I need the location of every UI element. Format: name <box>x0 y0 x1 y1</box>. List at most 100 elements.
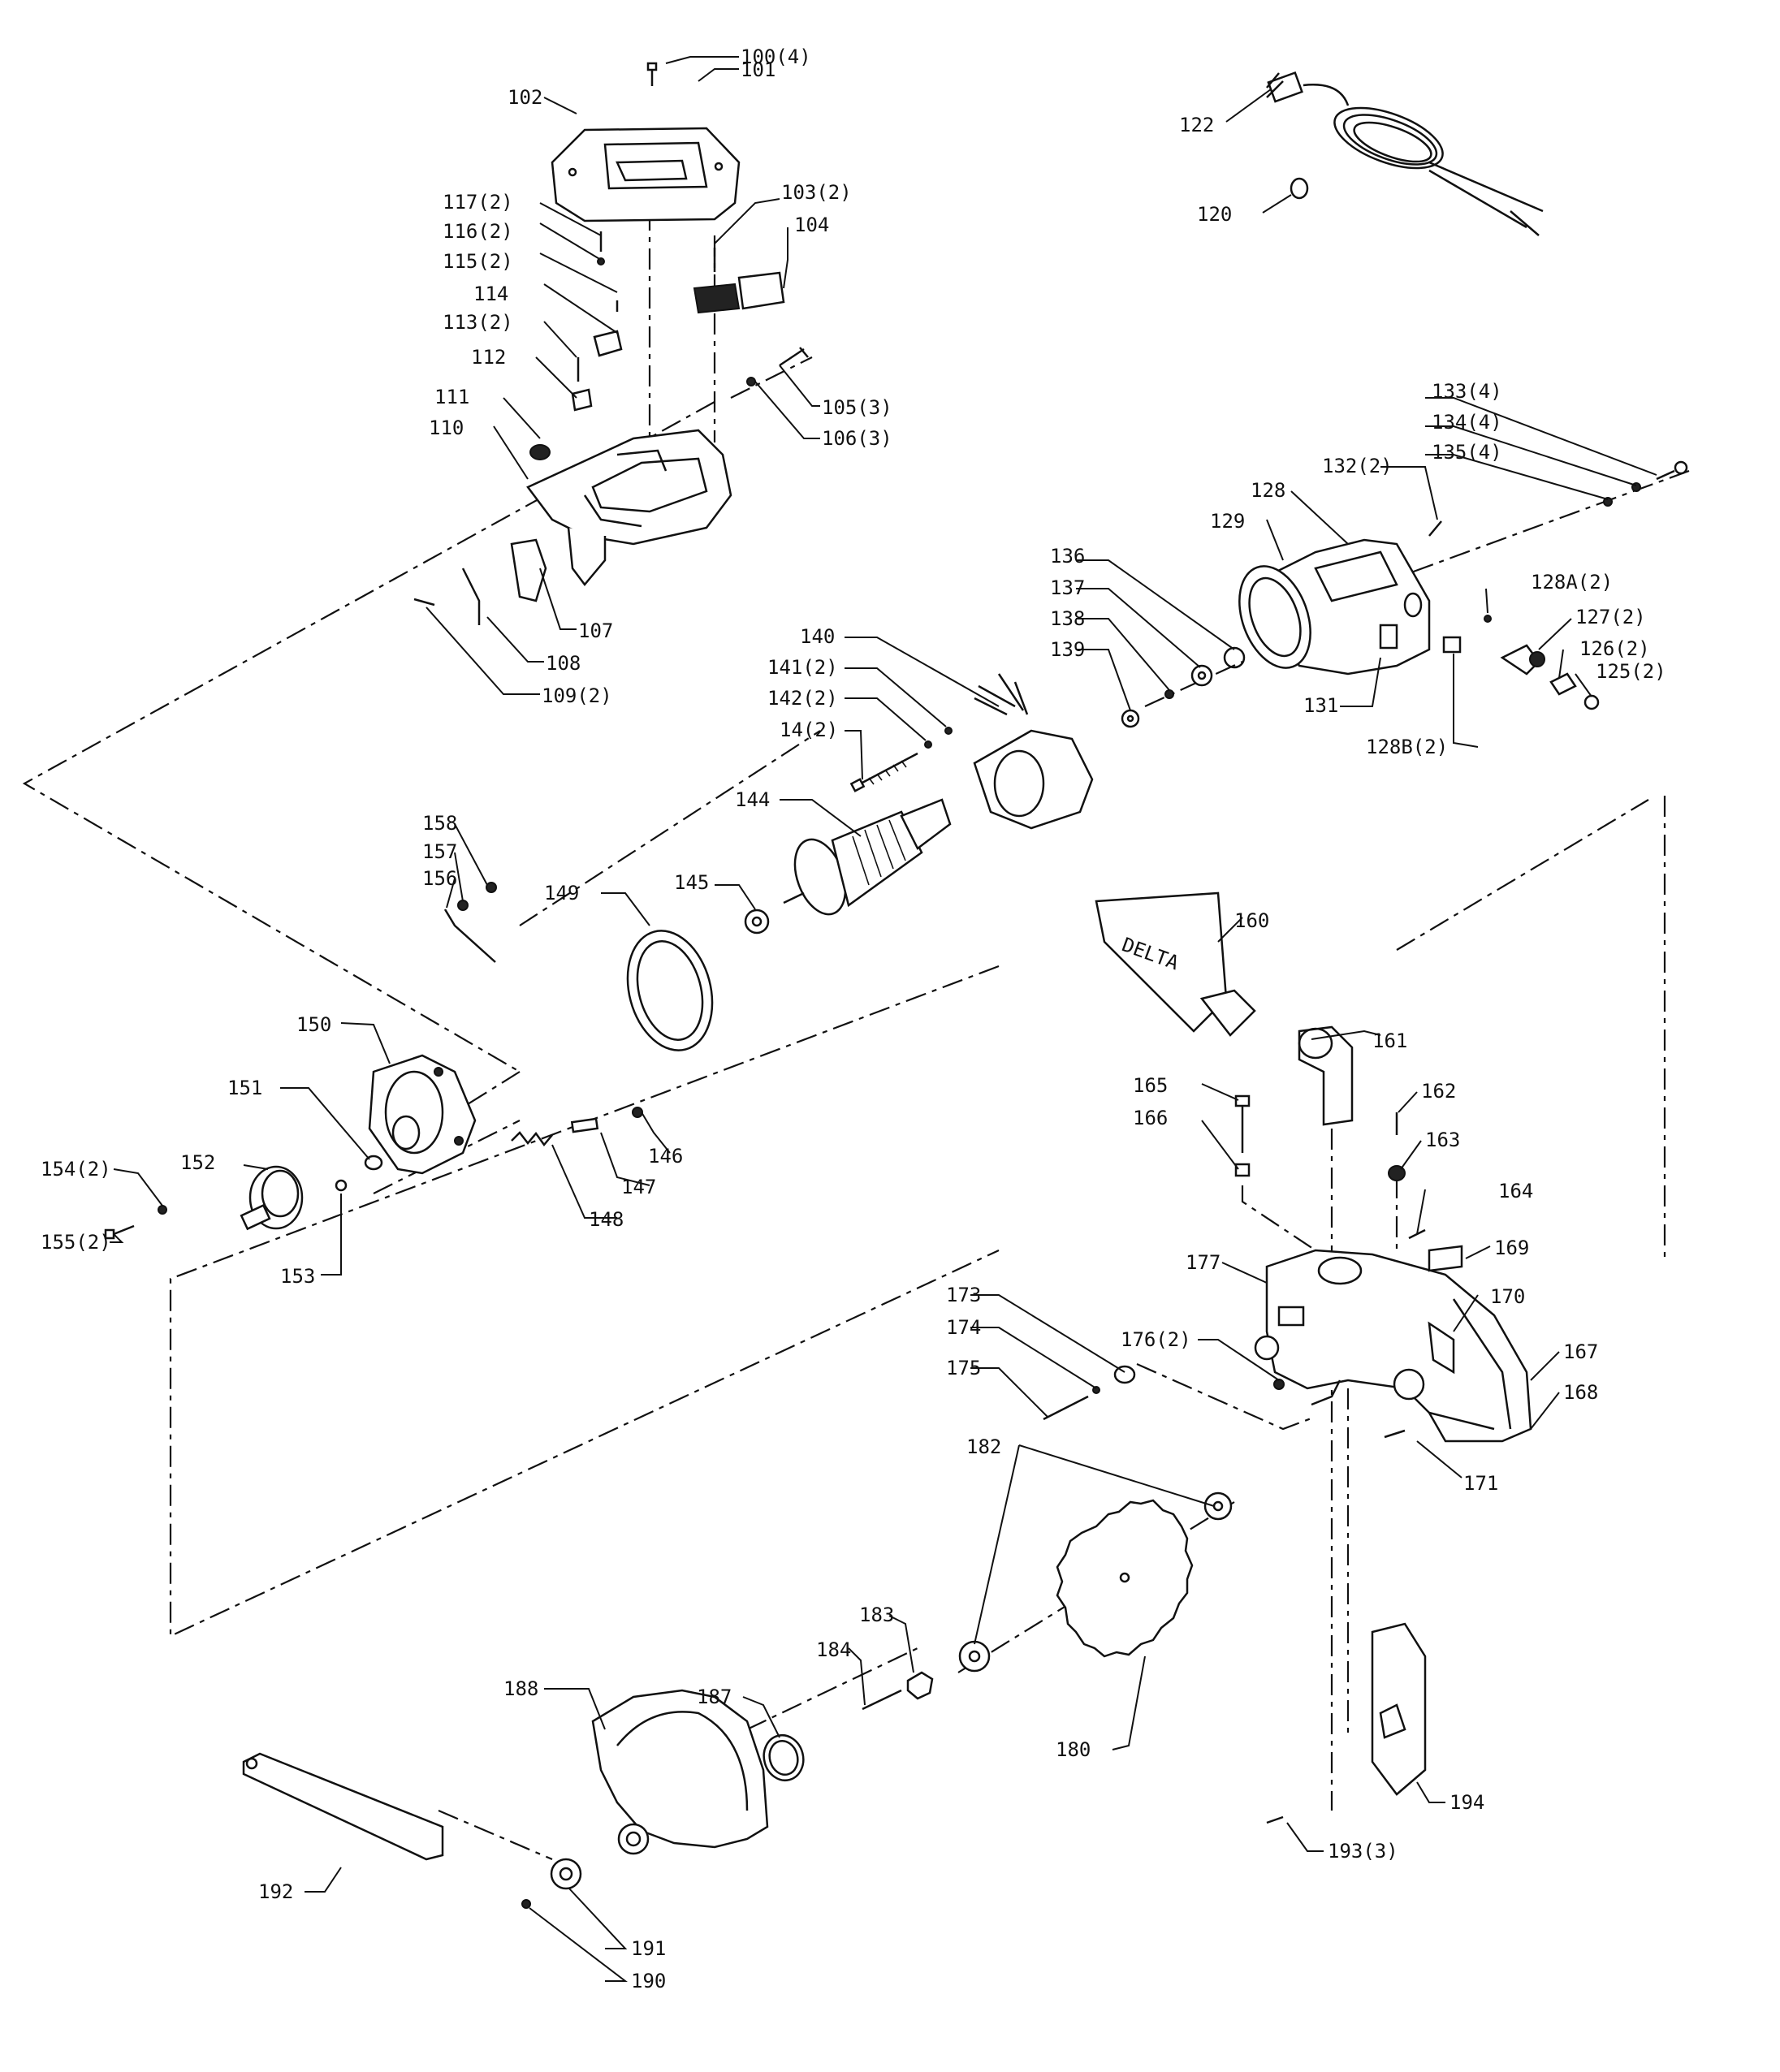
part-149-baffle <box>626 930 714 1051</box>
label-126: 126(2) <box>1579 637 1650 660</box>
label-177: 177 <box>1186 1251 1221 1274</box>
label-140: 140 <box>800 625 835 648</box>
part-109-screw <box>413 598 435 606</box>
part-141-washer <box>944 727 953 735</box>
label-109: 109(2) <box>542 684 612 707</box>
part-183-arbor-nut <box>906 1671 934 1700</box>
dash-guard-right <box>1396 796 1666 1258</box>
label-100: 100(4) <box>741 45 811 68</box>
label-110: 110 <box>429 417 464 439</box>
label-116: 116(2) <box>443 220 513 243</box>
part-163-nut <box>1388 1165 1406 1181</box>
label-192: 192 <box>258 1880 293 1903</box>
part-104-switch <box>693 271 785 314</box>
part-150-gear-case <box>368 1054 477 1175</box>
label-106: 106(3) <box>822 427 892 450</box>
label-146: 146 <box>648 1145 683 1168</box>
label-112: 112 <box>471 346 506 369</box>
part-182-inner-flange <box>958 1640 991 1673</box>
part-157-washer <box>457 900 469 911</box>
label-150: 150 <box>296 1013 331 1036</box>
label-166: 166 <box>1133 1107 1168 1129</box>
label-157: 157 <box>422 840 457 863</box>
label-158: 158 <box>422 812 457 835</box>
label-101: 101 <box>741 58 776 81</box>
label-168: 168 <box>1563 1381 1598 1404</box>
part-145-bearing <box>744 909 770 935</box>
label-183: 183 <box>859 1604 894 1626</box>
part-176-screw <box>1273 1379 1285 1390</box>
label-163: 163 <box>1425 1129 1460 1151</box>
label-107: 107 <box>578 619 613 642</box>
label-155: 155(2) <box>41 1231 111 1254</box>
part-153-ring <box>335 1179 348 1192</box>
label-127: 127(2) <box>1575 606 1646 628</box>
label-103: 103(2) <box>781 181 852 204</box>
part-127-brush-holder <box>1500 644 1545 676</box>
part-138-washer <box>1164 689 1174 699</box>
label-120: 120 <box>1197 203 1232 226</box>
dash-housing-axis <box>1266 469 1690 627</box>
label-165: 165 <box>1133 1074 1168 1097</box>
part-133-135-hardware <box>1603 460 1688 507</box>
part-156-wire <box>443 909 496 963</box>
part-112-117-small-parts <box>571 231 623 412</box>
part-173-spacer <box>1113 1365 1136 1384</box>
label-164: 164 <box>1498 1180 1533 1202</box>
part-110-handle-base <box>526 429 732 587</box>
dash-stator-axis <box>1144 661 1243 707</box>
part-174-washer <box>1092 1386 1100 1394</box>
label-161: 161 <box>1372 1030 1407 1052</box>
part-167-lower-guard <box>1254 1249 1532 1443</box>
part-190-screw <box>521 1899 531 1909</box>
label-173: 173 <box>946 1284 981 1306</box>
part-187-retaining-ring <box>763 1733 805 1782</box>
label-193: 193(3) <box>1328 1840 1398 1863</box>
label-167: 167 <box>1563 1340 1598 1363</box>
label-132: 132(2) <box>1322 455 1393 477</box>
label-125: 125(2) <box>1596 660 1666 683</box>
label-131: 131 <box>1303 694 1338 717</box>
label-108: 108 <box>546 652 581 675</box>
part-165-bolt <box>1234 1094 1251 1153</box>
label-128a: 128A(2) <box>1531 571 1613 594</box>
label-135: 135(4) <box>1432 441 1502 464</box>
part-122-power-cord <box>1266 71 1544 236</box>
dash-guard-axis <box>746 1647 918 1730</box>
label-117: 117(2) <box>443 191 513 214</box>
part-194-clip <box>1371 1622 1427 1796</box>
part-137-washer <box>1190 664 1213 687</box>
callout-labels: 100(4) 101 102 103(2) 104 105(3) 106(3) … <box>41 45 1666 1992</box>
label-160: 160 <box>1234 909 1269 932</box>
part-166-nut <box>1234 1163 1251 1177</box>
part-120-strain-relief <box>1290 177 1309 200</box>
label-129: 129 <box>1210 510 1245 533</box>
label-187: 187 <box>697 1686 732 1708</box>
label-182: 182 <box>966 1435 1001 1458</box>
label-171: 171 <box>1463 1472 1498 1495</box>
part-14-screw <box>849 752 918 792</box>
label-14: 14(2) <box>780 719 838 741</box>
part-158-screw <box>486 882 497 893</box>
label-169: 169 <box>1494 1237 1529 1259</box>
part-142-washer <box>924 740 932 749</box>
label-175: 175 <box>946 1357 981 1379</box>
label-148: 148 <box>589 1208 624 1231</box>
label-128: 128 <box>1251 479 1285 502</box>
part-140-field-stator <box>973 673 1094 830</box>
dash-armature-axis <box>519 730 821 926</box>
part-152-spindle-gear <box>240 1165 304 1231</box>
label-174: 174 <box>946 1316 981 1339</box>
part-191-washer <box>550 1858 582 1890</box>
label-154: 154(2) <box>41 1158 111 1181</box>
label-147: 147 <box>621 1176 656 1198</box>
part-148-spring <box>511 1131 553 1147</box>
label-137: 137 <box>1050 576 1085 599</box>
part-192-wrench <box>242 1752 444 1861</box>
dash-motor-link <box>454 1071 521 1113</box>
part-193-screw <box>1266 1815 1284 1824</box>
label-190: 190 <box>631 1970 666 1992</box>
label-142: 142(2) <box>767 687 838 710</box>
part-154-washer <box>158 1205 167 1215</box>
